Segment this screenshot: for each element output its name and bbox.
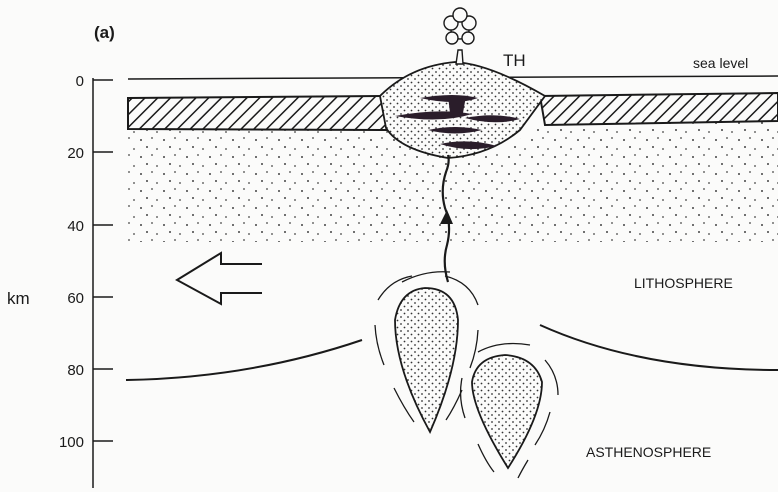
tick-label-0: 0: [76, 73, 84, 90]
th-label: TH: [503, 51, 526, 70]
tick-label-100: 100: [59, 434, 84, 451]
lithosphere-label: LITHOSPHERE: [634, 275, 733, 291]
tick-label-20: 20: [67, 145, 84, 162]
panel-label: (a): [94, 23, 115, 42]
magma-diapir-icon: [472, 355, 542, 468]
tick-label-80: 80: [67, 362, 84, 379]
lab-boundary-right: [540, 325, 778, 370]
upper-crust-right: [540, 93, 778, 125]
asthenosphere-label: ASTHENOSPHERE: [586, 444, 711, 460]
magma-diapir-icon: [395, 288, 458, 432]
tick-label-40: 40: [67, 218, 84, 235]
sea-level-label: sea level: [693, 55, 748, 71]
motion-arrow-icon: [177, 253, 262, 304]
axis-unit-label: km: [7, 289, 30, 308]
lab-boundary-left: [126, 340, 362, 380]
eruption-plume-icon: [444, 8, 476, 64]
depth-axis: 0 20 40 60 80 100 km: [7, 73, 113, 488]
tick-label-60: 60: [67, 290, 84, 307]
upper-crust-left: [128, 96, 390, 130]
